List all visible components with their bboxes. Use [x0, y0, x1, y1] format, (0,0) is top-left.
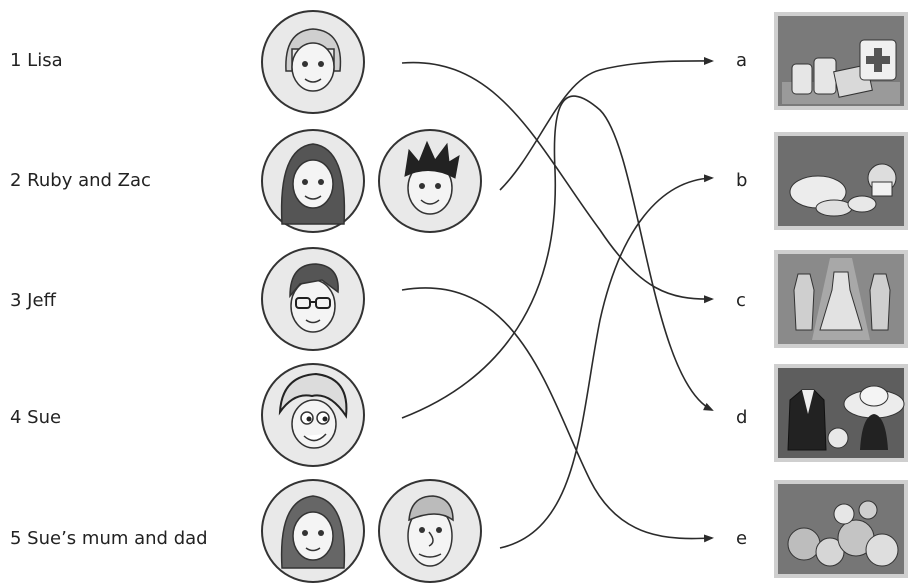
person-label-3: 3 Jeff	[10, 290, 56, 311]
match-line-2-a	[499, 56, 714, 191]
accessories-shop-icon	[774, 364, 908, 462]
greengrocer-icon	[774, 480, 908, 578]
boy-spiky-hair-icon	[377, 128, 483, 234]
match-line-4-d	[401, 95, 714, 419]
mum-icon	[260, 478, 366, 584]
person-label-2: 2 Ruby and Zac	[10, 170, 151, 191]
shop-letter-d: d	[736, 407, 748, 428]
shop-letter-e: e	[736, 528, 748, 549]
person-label-4: 4 Sue	[10, 407, 62, 428]
match-line-3-e	[401, 287, 714, 543]
person-label-1: 1 Lisa	[10, 50, 63, 71]
match-line-5-b	[499, 174, 714, 549]
dad-icon	[377, 478, 483, 584]
person-label-5: 5 Sue’s mum and dad	[10, 528, 208, 549]
clothes-shop-icon	[774, 250, 908, 348]
pharmacy-icon	[774, 12, 908, 110]
shop-letter-c: c	[736, 290, 746, 311]
shop-letter-a: a	[736, 50, 748, 71]
shop-letter-b: b	[736, 170, 748, 191]
girl-bob-hair-icon	[260, 9, 366, 115]
girl-curly-hair-icon	[260, 362, 366, 468]
boy-glasses-icon	[260, 246, 366, 352]
match-line-1-c	[401, 61, 714, 304]
bakery-icon	[774, 132, 908, 230]
girl-long-hair-icon	[260, 128, 366, 234]
